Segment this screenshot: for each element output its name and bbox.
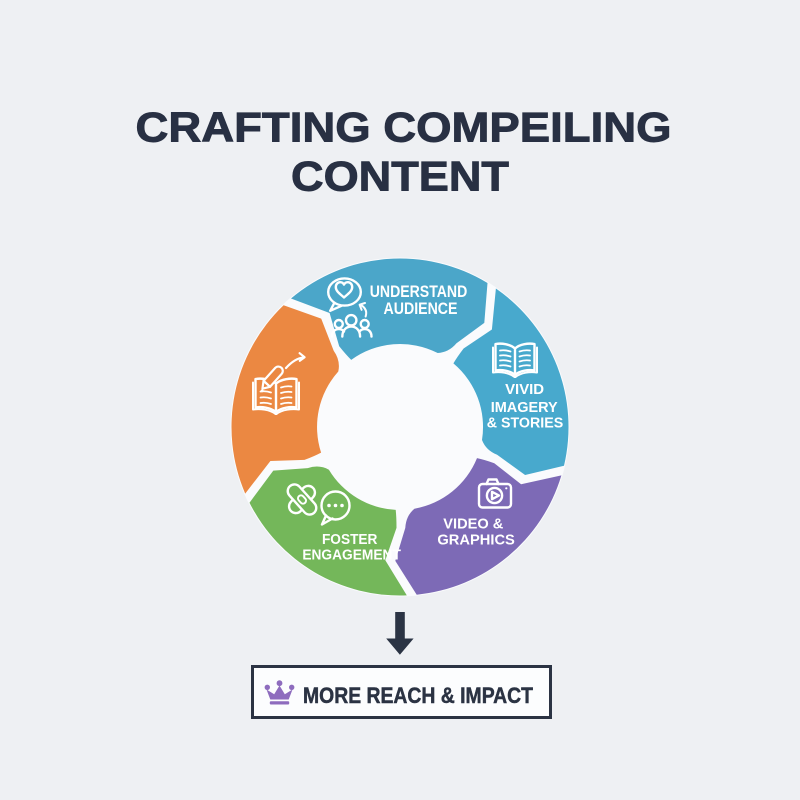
svg-text:IMAGERY: IMAGERY — [491, 400, 558, 416]
svg-text:CRAFTING COMPEILING: CRAFTING COMPEILING — [136, 104, 672, 151]
svg-text:UNDERSTAND: UNDERSTAND — [370, 283, 468, 301]
svg-text:& STORIES: & STORIES — [487, 416, 564, 432]
svg-text:ENGAGEMENT: ENGAGEMENT — [302, 548, 401, 564]
svg-text:AUDIENCE: AUDIENCE — [384, 300, 458, 318]
svg-text:GRAPHICS: GRAPHICS — [437, 531, 515, 548]
svg-text:MORE REACH & IMPACT: MORE REACH & IMPACT — [303, 683, 533, 708]
svg-text:VIVID: VIVID — [505, 382, 544, 398]
svg-text:CONTENT: CONTENT — [291, 153, 509, 200]
svg-text:VIDEO &: VIDEO & — [443, 516, 503, 533]
svg-text:FOSTER: FOSTER — [322, 532, 378, 548]
